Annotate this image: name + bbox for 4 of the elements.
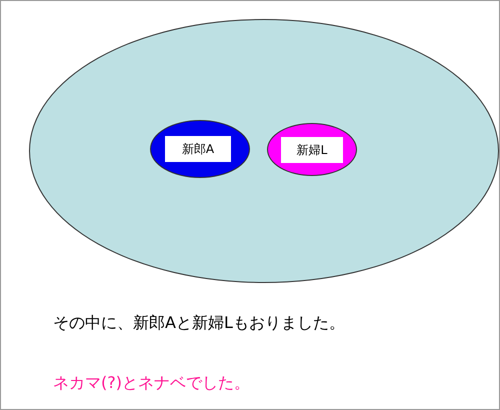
name-label: 新郎A [165,136,231,162]
note-text: ネカマ(?)とネナベでした。 [53,373,250,394]
name-label: 新婦L [281,136,343,162]
note-text: その中に、新郎Aと新婦Lもおりました。 [53,313,345,334]
